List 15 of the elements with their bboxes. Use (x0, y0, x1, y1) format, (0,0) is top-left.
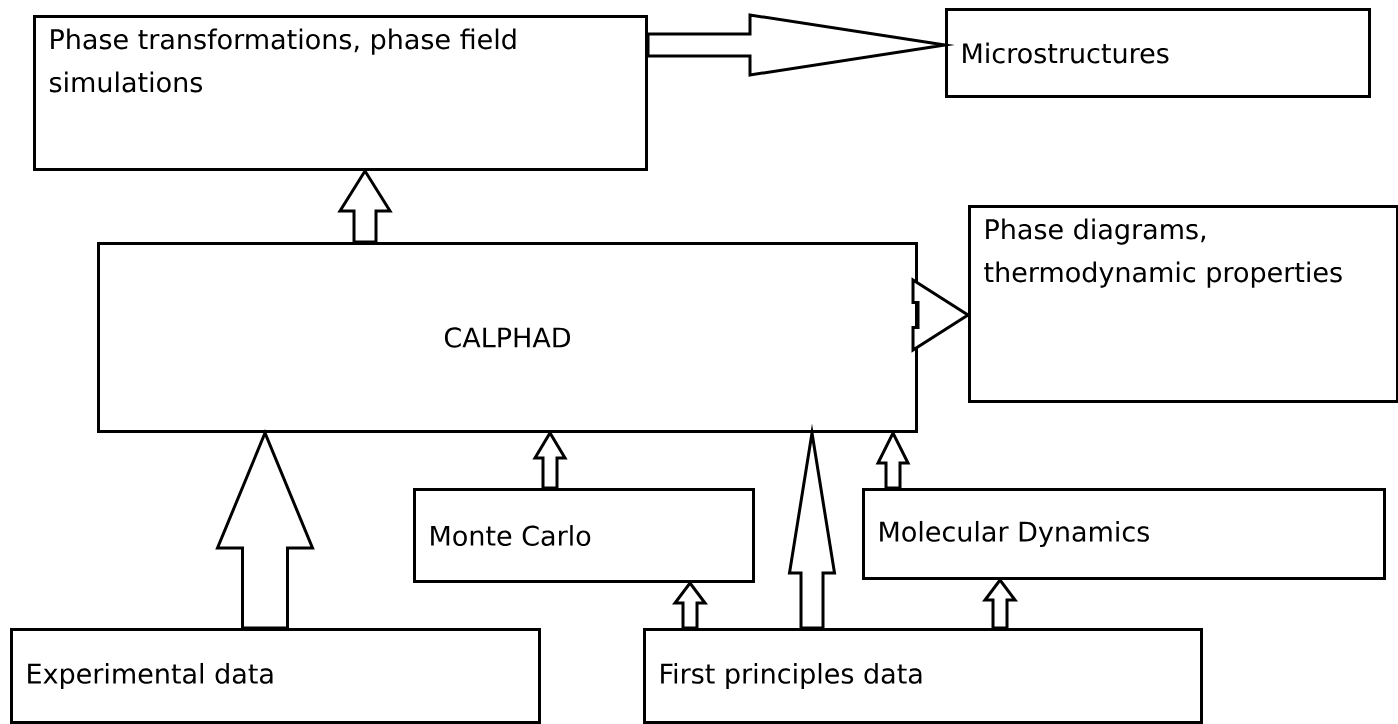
block-arrow (215, 429, 315, 630)
block-arrow (982, 577, 1018, 630)
process-box: Phase transformations, phase field simulations (33, 15, 648, 171)
process-box: First principles data (643, 628, 1203, 724)
process-box: Molecular Dynamics (862, 488, 1386, 580)
process-box: CALPHAD (97, 242, 918, 433)
block-arrow (911, 277, 971, 353)
block-arrow (646, 13, 955, 77)
process-box: Phase diagrams, thermodynamic properties (968, 205, 1398, 403)
block-arrow (532, 430, 568, 490)
process-box: Experimental data (10, 628, 541, 724)
block-arrow (672, 580, 708, 630)
process-box: Microstructures (945, 8, 1371, 98)
process-box: Monte Carlo (413, 488, 755, 583)
block-arrow (337, 168, 393, 244)
